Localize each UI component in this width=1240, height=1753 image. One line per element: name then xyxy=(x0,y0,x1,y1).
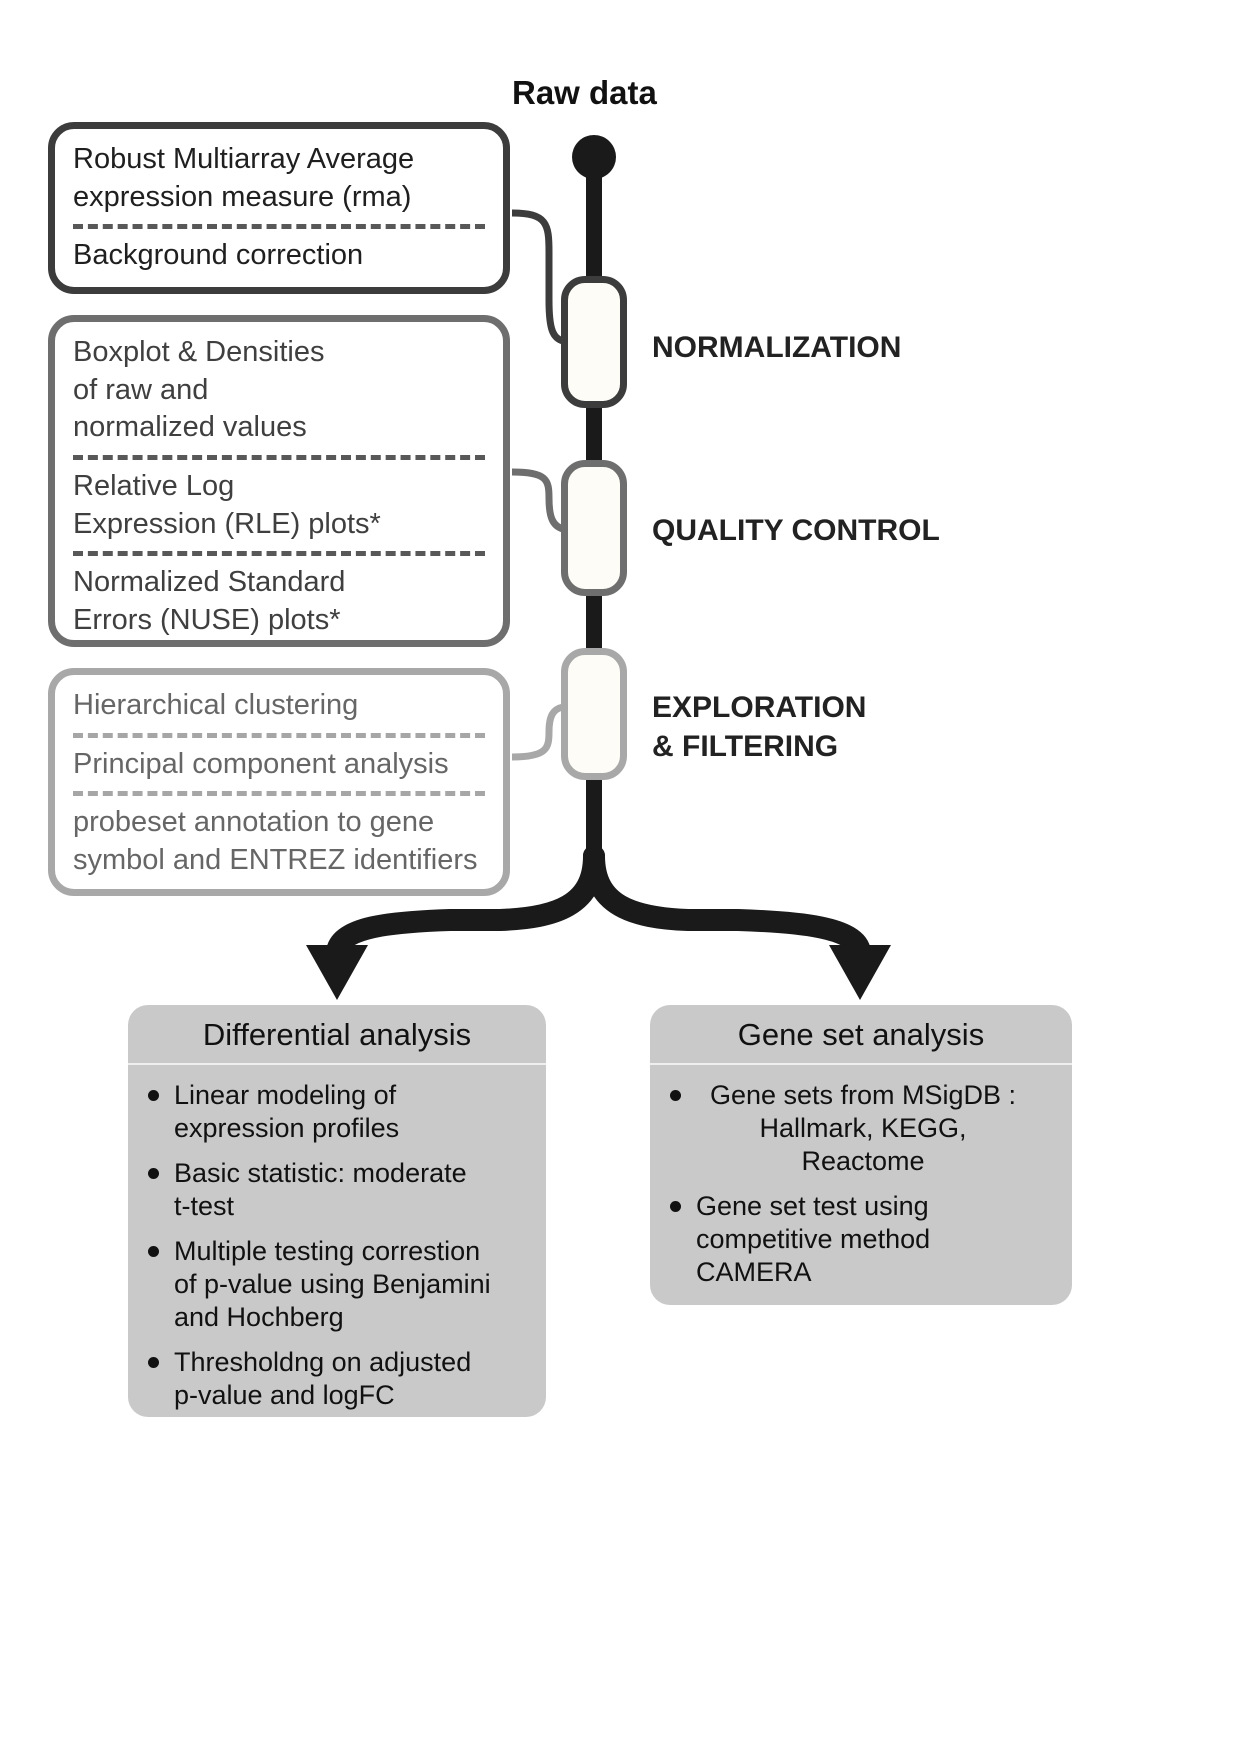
right-branch xyxy=(583,845,871,963)
dashed-divider xyxy=(73,791,485,797)
step-rle-plots: Relative Log Expression (RLE) plots* xyxy=(73,470,381,540)
bullet-multiple-testing: Multiple testing correstion of p-value u… xyxy=(148,1235,534,1334)
stage-label-normalization: NORMALIZATION xyxy=(652,331,902,364)
gene-set-analysis-box: Gene set analysis Gene sets from MSigDB … xyxy=(650,1005,1072,1305)
dashed-divider xyxy=(73,732,485,738)
exploration-steps-box: Hierarchical clustering Principal compon… xyxy=(48,668,510,896)
stage-label-quality-control: QUALITY CONTROL xyxy=(652,514,940,547)
exploration-connector xyxy=(511,703,564,761)
quality-control-steps-box: Boxplot & Densities of raw and normalize… xyxy=(48,315,510,647)
bullet-linear-modeling: Linear modeling of expression profiles xyxy=(148,1079,534,1145)
step-pca: Principal component analysis xyxy=(73,747,449,780)
differential-analysis-list: Linear modeling of expression profiles B… xyxy=(128,1065,546,1411)
dashed-divider xyxy=(73,455,485,461)
step-nuse-plots: Normalized Standard Errors (NUSE) plots* xyxy=(73,566,346,637)
left-arrowhead xyxy=(306,945,368,1000)
gene-set-analysis-title: Gene set analysis xyxy=(650,1017,1072,1065)
dashed-divider xyxy=(73,224,485,230)
left-branch xyxy=(326,845,605,963)
step-hierarchical-clustering: Hierarchical clustering xyxy=(73,689,359,721)
normalization-node xyxy=(561,276,627,408)
stage-label-exploration-filtering: EXPLORATION & FILTERING xyxy=(652,691,867,763)
step-probeset-annotation: probeset annotation to gene symbol and E… xyxy=(73,806,478,877)
bullet-basic-statistic: Basic statistic: moderate t-test xyxy=(148,1157,534,1223)
dashed-divider xyxy=(73,551,485,557)
step-boxplot-densities: Boxplot & Densities of raw and normalize… xyxy=(73,336,325,444)
raw-data-label: Raw data xyxy=(512,74,657,111)
gene-set-analysis-list: Gene sets from MSigDB : Hallmark, KEGG, … xyxy=(650,1065,1072,1289)
step-rma: Robust Multiarray Average expression mea… xyxy=(73,143,415,213)
normalization-steps-box: Robust Multiarray Average expression mea… xyxy=(48,122,510,294)
right-arrowhead xyxy=(829,945,891,1000)
bullet-camera: Gene set test using competitive method C… xyxy=(670,1190,1060,1289)
step-background-correction: Background correction xyxy=(73,239,364,272)
bullet-thresholding: Thresholdng on adjusted p-value and logF… xyxy=(148,1346,534,1412)
exploration-node xyxy=(561,648,627,780)
differential-analysis-box: Differential analysis Linear modeling of… xyxy=(128,1005,546,1417)
normalization-connector xyxy=(511,209,565,345)
quality-control-node xyxy=(561,460,627,596)
quality-control-connector xyxy=(511,468,565,533)
differential-analysis-title: Differential analysis xyxy=(128,1017,546,1065)
bullet-gene-sets-msigdb: Gene sets from MSigDB : Hallmark, KEGG, … xyxy=(670,1079,1060,1178)
